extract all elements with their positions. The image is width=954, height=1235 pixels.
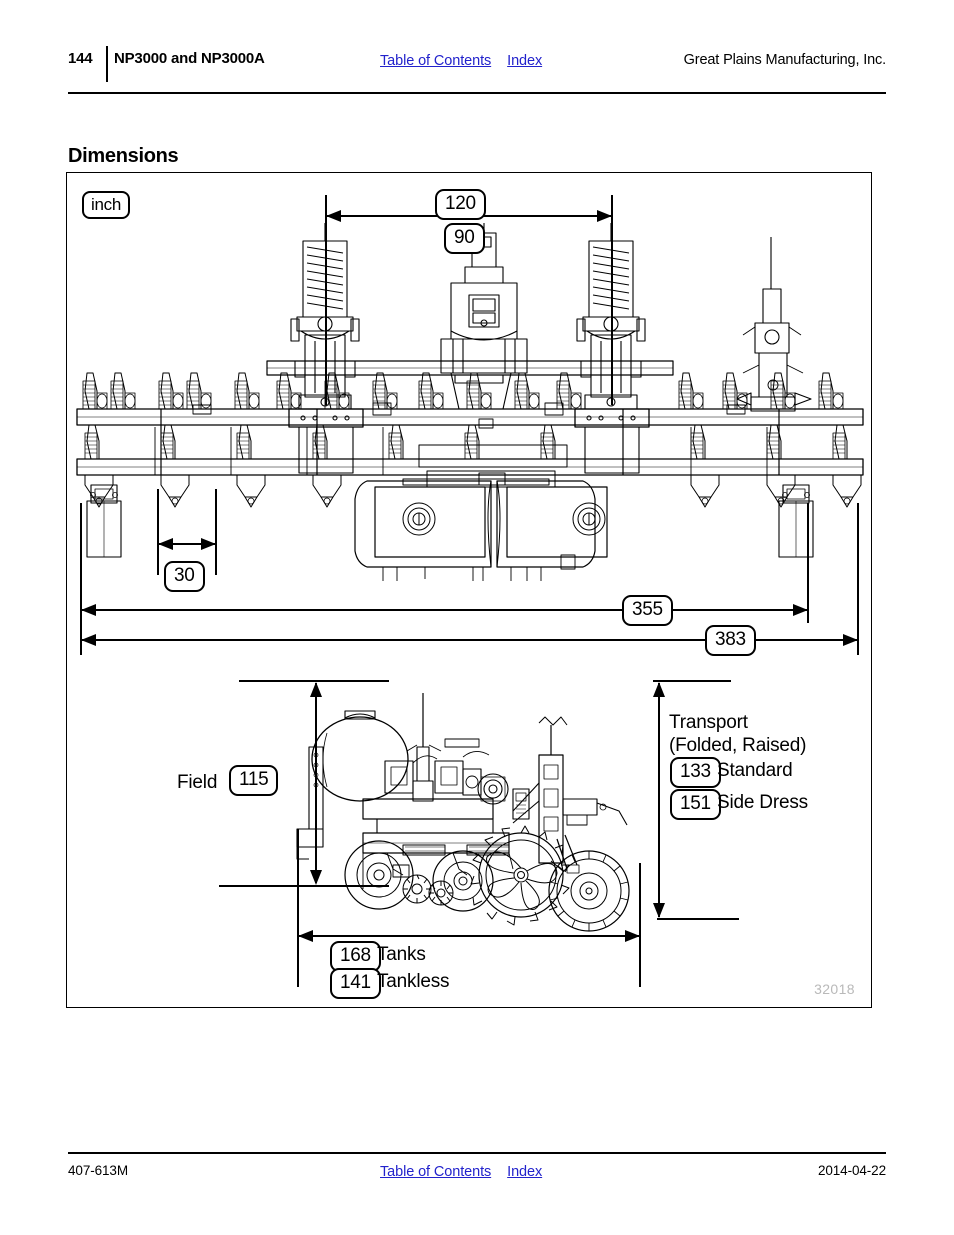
footer-index-link[interactable]: Index: [507, 1164, 543, 1180]
planter-side-view-drawing: [296, 693, 630, 932]
extension-line-right-30: [215, 489, 217, 575]
arrow-left-383: [81, 634, 96, 646]
arrow-right-168: [625, 930, 640, 942]
dimension-value-151: 151: [670, 789, 721, 820]
extension-line-left-30: [157, 489, 159, 575]
arrow-left-355: [81, 604, 96, 616]
header-title: NP3000 and NP3000A: [114, 50, 265, 67]
header-table-of-contents-link[interactable]: Table of Contents: [380, 53, 492, 69]
footer-table-of-contents-link[interactable]: Table of Contents: [380, 1164, 492, 1180]
extension-line-left-383: [80, 503, 82, 655]
extension-line-right-383: [857, 503, 859, 655]
dimension-line-355: [82, 609, 808, 611]
arrow-left-30: [158, 538, 173, 550]
extension-line-bottom-transport: [657, 918, 739, 920]
planter-top-view-drawing: [76, 223, 864, 581]
header-links: Table of Contents Index: [380, 52, 542, 70]
extension-line-left-168: [297, 829, 299, 987]
dimension-value-141: 141: [330, 968, 381, 999]
extension-line-right-355: [807, 503, 809, 623]
figure-number: 32018: [814, 981, 855, 997]
page-header: 144 NP3000 and NP3000A Table of Contents…: [68, 46, 886, 90]
header-divider: [106, 46, 108, 82]
dimension-value-383: 383: [705, 625, 756, 656]
dimension-value-30: 30: [164, 561, 205, 592]
dimension-value-115: 115: [229, 765, 279, 796]
extension-line-left-120: [325, 195, 327, 405]
page-number: 144: [68, 50, 93, 67]
dimension-value-168: 168: [330, 941, 381, 972]
transport-label-line2: (Folded, Raised): [669, 735, 807, 756]
dimensions-figure: inch: [66, 172, 872, 1008]
dimension-line-168: [299, 935, 641, 937]
dimension-line-30: [159, 543, 217, 545]
footer-date: 2014-04-22: [817, 1163, 886, 1178]
field-height-label: Field: [177, 772, 218, 793]
dimension-line-transport: [658, 683, 660, 917]
page-title: Dimensions: [68, 145, 179, 167]
extension-line-right-168: [639, 863, 641, 987]
transport-sidedress-label: Side Dress: [717, 792, 808, 813]
dimension-line-383: [82, 639, 858, 641]
arrow-right-355: [793, 604, 808, 616]
arrow-left-168: [298, 930, 313, 942]
arrow-up-transport: [653, 682, 665, 697]
dimension-line-115: [315, 683, 317, 883]
extension-line-top-transport: [653, 680, 731, 682]
extension-line-right-120: [611, 195, 613, 405]
extension-line-bottom-115: [219, 885, 389, 887]
arrow-right-120: [597, 210, 612, 222]
footer-document-number: 407-613M: [68, 1163, 128, 1178]
arrow-up-115: [310, 682, 322, 697]
length-tankless-label: Tankless: [377, 971, 450, 992]
dimension-value-90: 90: [444, 223, 485, 254]
arrow-left-120: [326, 210, 341, 222]
dimension-value-355: 355: [622, 595, 673, 626]
transport-standard-label: Standard: [717, 760, 793, 781]
dimension-value-120: 120: [435, 189, 486, 220]
page-footer: 407-613M Table of Contents Index 2014-04-…: [68, 1163, 886, 1187]
dimension-value-133: 133: [670, 757, 721, 788]
header-separator-rule: [68, 92, 886, 94]
header-index-link[interactable]: Index: [507, 53, 543, 69]
transport-label-line1: Transport: [669, 712, 748, 733]
arrow-down-transport: [653, 903, 665, 918]
extension-line-top-115: [239, 680, 389, 682]
length-tanks-label: Tanks: [377, 944, 426, 965]
footer-links: Table of Contents Index: [380, 1163, 542, 1181]
arrow-right-30: [201, 538, 216, 550]
header-company-name: Great Plains Manufacturing, Inc.: [683, 52, 886, 68]
footer-separator-rule: [68, 1152, 886, 1154]
arrow-right-383: [843, 634, 858, 646]
units-label: inch: [82, 191, 130, 219]
arrow-down-115: [310, 870, 322, 885]
